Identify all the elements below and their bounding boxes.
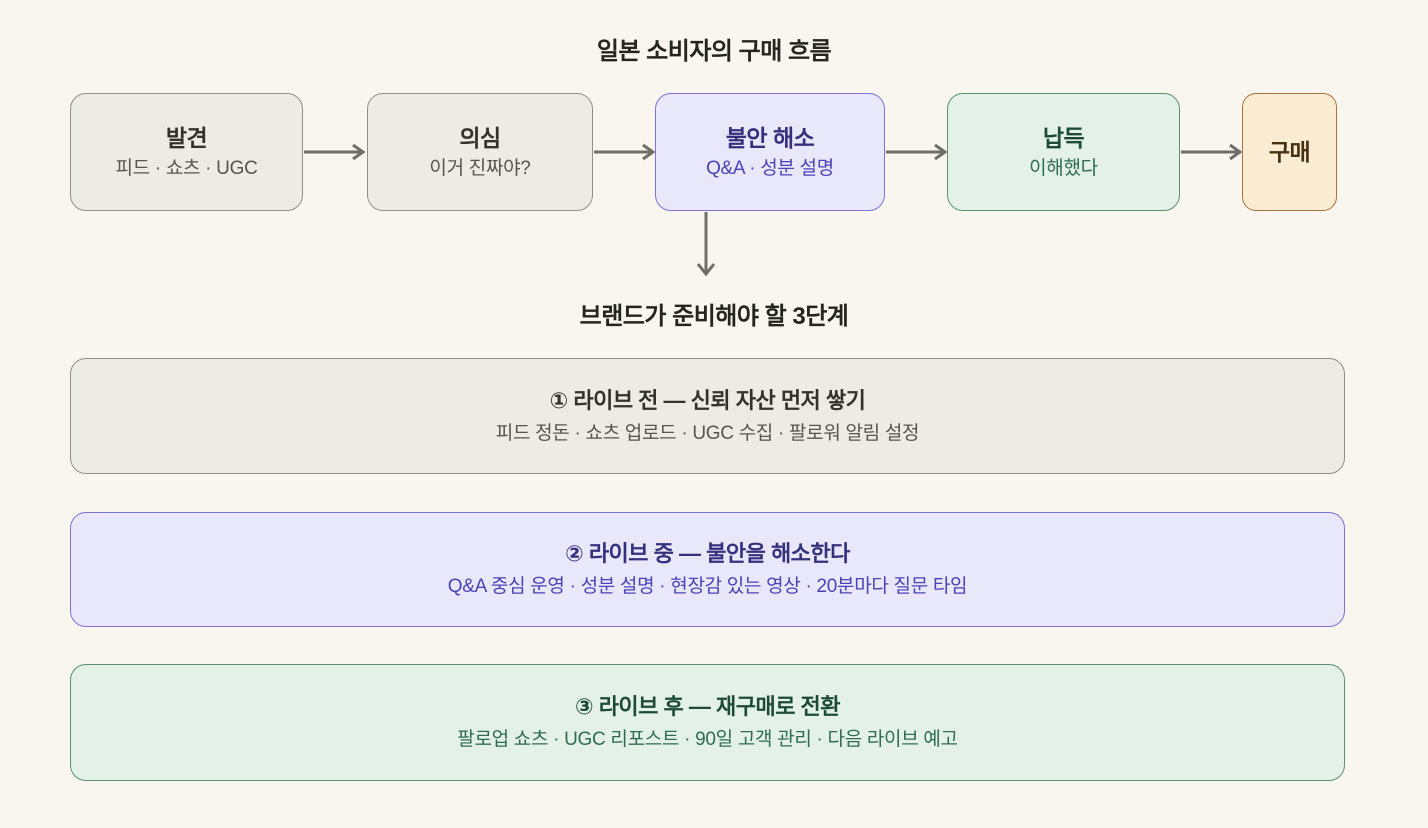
flow-step-title: 납득 [1042,124,1085,151]
arrow-right-icon [594,143,656,161]
flow-step-title: 구매 [1268,138,1311,165]
flow-step-title: 의심 [459,124,501,151]
stage-subtitle: 피드 정돈 · 쇼츠 업로드 · UGC 수집 · 팔로워 알림 설정 [495,422,920,444]
flow-step-anxiety-relief: 불안 해소 Q&A · 성분 설명 [655,93,885,211]
flow-step-conviction: 납득 이해했다 [947,93,1180,211]
stage-title: ① 라이브 전 — 신뢰 자산 먼저 쌓기 [549,387,866,413]
arrow-right-icon [886,143,948,161]
flow-step-subtitle: Q&A · 성분 설명 [706,157,834,179]
flow-step-subtitle: 피드 · 쇼츠 · UGC [115,157,258,179]
stage-box-during-live: ② 라이브 중 — 불안을 해소한다 Q&A 중심 운영 · 성분 설명 · 현… [70,512,1345,627]
stage-subtitle: 팔로업 쇼츠 · UGC 리포스트 · 90일 고객 관리 · 다음 라이브 예… [457,729,958,750]
flow-step-discovery: 발견 피드 · 쇼츠 · UGC [70,93,303,211]
stage-box-after-live: ③ 라이브 후 — 재구매로 전환 팔로업 쇼츠 · UGC 리포스트 · 90… [70,664,1345,781]
flow-title: 일본 소비자의 구매 흐름 [596,38,832,65]
stage-box-before-live: ① 라이브 전 — 신뢰 자산 먼저 쌓기 피드 정돈 · 쇼츠 업로드 · U… [70,358,1345,474]
flow-step-subtitle: 이해했다 [1029,157,1098,179]
flow-step-purchase: 구매 [1242,93,1337,211]
stage-title: ③ 라이브 후 — 재구매로 전환 [574,694,841,719]
arrow-right-icon [304,143,366,161]
flow-step-title: 발견 [165,124,208,151]
flow-step-subtitle: 이거 진짜야? [429,157,531,179]
stage-subtitle: Q&A 중심 운영 · 성분 설명 · 현장감 있는 영상 · 20분마다 질문… [447,576,968,597]
flow-step-title: 불안 해소 [725,124,815,151]
stage-title: ② 라이브 중 — 불안을 해소한다 [565,541,850,566]
arrow-down-icon [696,212,716,277]
stages-title: 브랜드가 준비해야 할 3단계 [579,303,849,330]
arrow-right-icon [1181,143,1243,161]
flow-step-doubt: 의심 이거 진짜야? [367,93,593,211]
